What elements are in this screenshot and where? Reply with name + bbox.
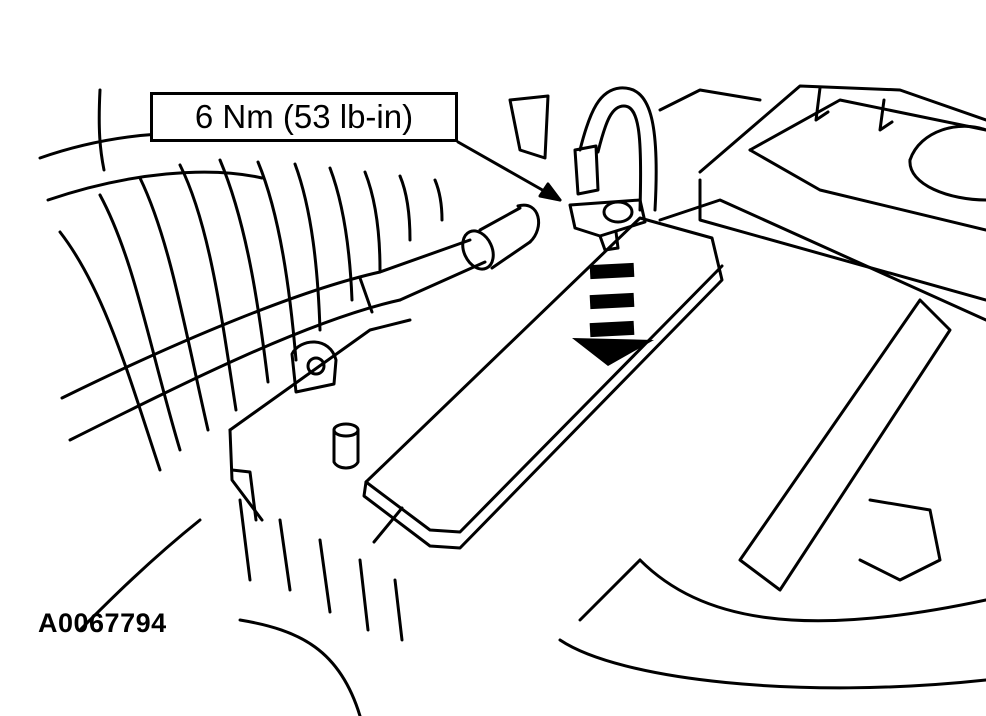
down-arrow-icon — [572, 262, 654, 366]
battery-tray-right — [238, 84, 986, 716]
torque-callout: 6 Nm (53 lb-in) — [150, 92, 458, 142]
battery-cable — [60, 203, 540, 442]
air-intake-duct — [38, 88, 444, 632]
torque-spec-label: 6 Nm (53 lb-in) — [194, 98, 414, 135]
cover-post — [332, 422, 360, 470]
battery-terminal-clamp — [568, 144, 647, 252]
mounting-bracket — [290, 340, 338, 394]
battery-cover — [228, 216, 724, 642]
upper-wire-loop — [508, 86, 658, 212]
torque-leader — [456, 140, 562, 202]
hold-down-strap — [658, 198, 986, 322]
figure-id-label: A0067794 — [38, 608, 167, 638]
